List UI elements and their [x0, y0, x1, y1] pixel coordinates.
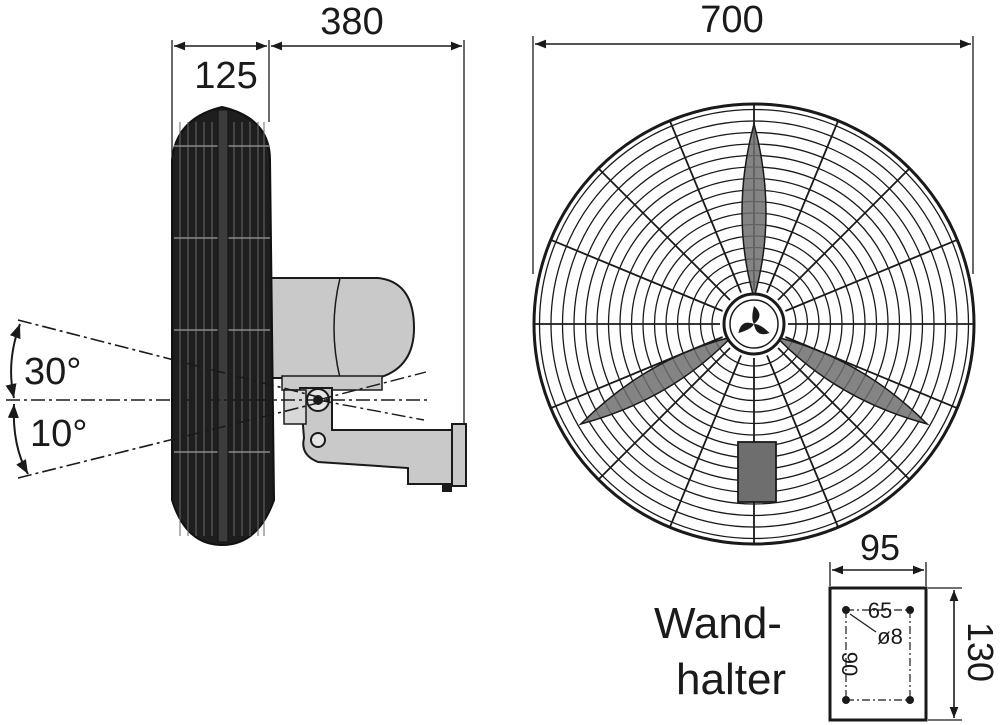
guard-center-rim	[217, 109, 229, 543]
hub-logo-icon	[738, 306, 770, 335]
fan-blade	[741, 121, 767, 301]
motor-housing-seam	[333, 277, 341, 379]
tilt-down-extension	[317, 399, 425, 421]
hole-spacing-horizontal-label: 65	[868, 598, 892, 623]
motor-housing	[261, 277, 416, 379]
front-view: 700	[532, 0, 976, 546]
hole-spacing-vertical-label: 90	[837, 652, 862, 676]
hub-logo-blade	[754, 323, 770, 335]
tilt-up-extension	[317, 371, 427, 401]
mounting-hole-tr	[906, 606, 914, 614]
hole-leader-line	[849, 613, 877, 633]
hub-logo-blade	[752, 306, 760, 324]
depth-total-label: 380	[320, 1, 383, 43]
fan-blade	[774, 335, 930, 426]
wall-bolt	[442, 484, 452, 492]
grille-spoke	[785, 238, 958, 312]
depth-guard-label: 125	[194, 55, 257, 97]
hole-diameter-label: ø8	[877, 624, 903, 649]
side-view: 30° 10° 125 380	[5, 1, 467, 547]
tilt-up-arc	[5, 323, 21, 399]
tilt-up-label: 30°	[24, 351, 81, 393]
fan-blades	[578, 121, 930, 426]
tilt-down-arc	[7, 403, 29, 475]
wall-plate-side	[451, 423, 467, 487]
diameter-label: 700	[700, 0, 763, 41]
fan-blade	[578, 335, 734, 426]
grille-spoke	[777, 167, 911, 301]
bracket-width-label: 95	[860, 527, 900, 568]
bracket-label-line2: halter	[676, 655, 786, 704]
mounting-hole-br	[906, 696, 914, 704]
grille-spoke	[597, 347, 731, 481]
pivot-bracket	[283, 389, 307, 425]
wall-bracket-detail: 65 ø8 90 95 130 Wand- halter	[654, 527, 1000, 722]
grille-spoke	[550, 238, 723, 312]
grille-spoke	[668, 120, 742, 293]
hub-logo-blade	[738, 322, 754, 333]
tilt-down-line	[17, 399, 331, 479]
bracket-label-line1: Wand-	[654, 599, 782, 648]
arm-bolt	[310, 432, 326, 448]
mounting-hole-tl	[842, 606, 850, 614]
grille-spoke	[597, 167, 731, 301]
grille-spoke	[668, 355, 742, 528]
grille-spoke	[777, 347, 911, 481]
grille-spoke	[766, 120, 840, 293]
grille-spoke	[766, 355, 840, 528]
bracket-height-label: 130	[960, 622, 1000, 682]
stand-column	[737, 441, 777, 503]
mounting-hole-bl	[842, 696, 850, 704]
tilt-down-label: 10°	[30, 413, 87, 455]
tilt-up-line	[17, 319, 331, 401]
